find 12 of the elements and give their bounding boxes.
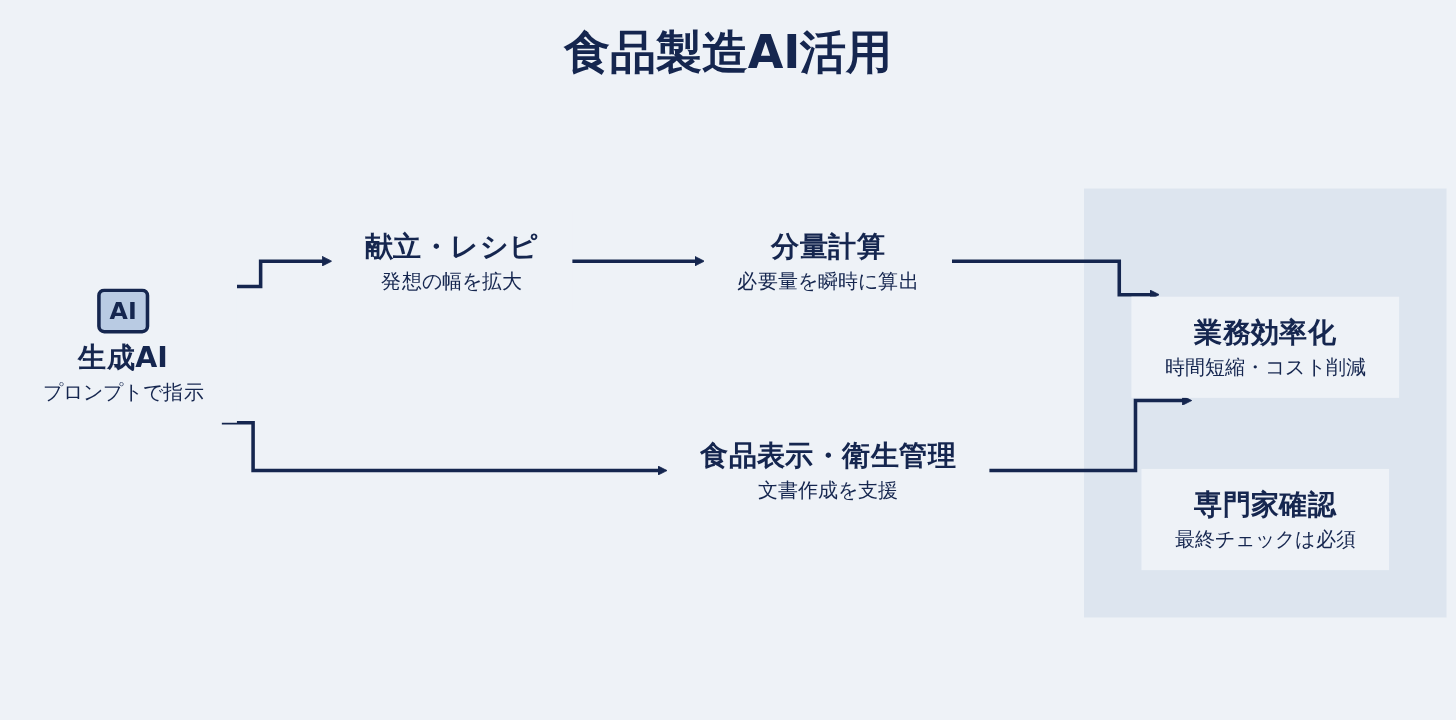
node-text: 分量計算 必要量を瞬時に算出 (737, 229, 919, 292)
node-text: 食品表示・衛生管理 文書作成を支援 (700, 438, 957, 502)
arrow (989, 395, 1193, 473)
title: 食品製造AI活用 (562, 24, 894, 81)
arrow (572, 255, 705, 267)
arrow (221, 420, 668, 476)
node-text: 献立・レシピ 発想の幅を拡大 (364, 229, 540, 292)
cluster (1084, 188, 1447, 618)
arrow (236, 255, 333, 289)
node-box: 業務効率化 時間短縮・コスト削減 (1131, 296, 1400, 398)
arrow (951, 259, 1160, 300)
node-text: AI 生成AI プロンプトで指示 (42, 296, 204, 403)
